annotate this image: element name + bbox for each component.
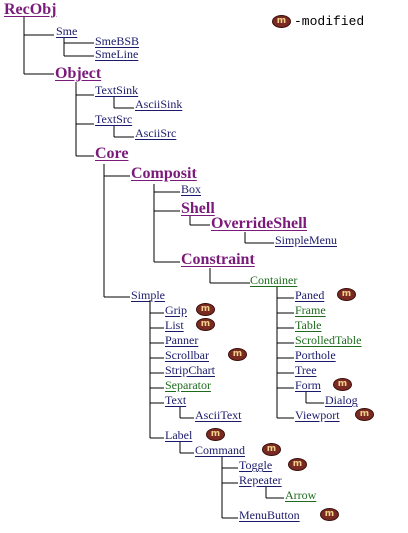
node-object[interactable]: Object — [55, 65, 102, 82]
node-stripchart[interactable]: StripChart — [165, 363, 215, 377]
node-container[interactable]: Container — [250, 273, 298, 287]
node-form[interactable]: Form — [295, 378, 322, 392]
node-scrolledtable[interactable]: ScrolledTable — [295, 333, 362, 347]
node-table[interactable]: Table — [295, 318, 322, 332]
node-text[interactable]: Text — [165, 393, 187, 407]
node-box[interactable]: Box — [181, 182, 202, 196]
modified-badge-icon: m — [228, 348, 247, 361]
legend-label: -modified — [294, 14, 365, 29]
node-command[interactable]: Command — [195, 443, 245, 457]
node-composit[interactable]: Composit — [131, 165, 197, 182]
node-toggle[interactable]: Toggle — [239, 458, 273, 472]
node-list[interactable]: List — [165, 318, 184, 332]
node-asciitext[interactable]: AsciiText — [195, 408, 242, 422]
node-overrideshell[interactable]: OverrideShell — [211, 215, 307, 232]
node-simplemenu[interactable]: SimpleMenu — [275, 233, 337, 247]
node-sme[interactable]: Sme — [56, 24, 78, 38]
modified-badge-icon: m — [337, 288, 356, 301]
node-smeline[interactable]: SmeLine — [95, 47, 139, 61]
modified-badge-icon: m — [196, 318, 215, 331]
node-viewport[interactable]: Viewport — [295, 408, 340, 422]
node-tree[interactable]: Tree — [295, 363, 317, 377]
legend-modified-badge-icon: m — [272, 15, 291, 28]
node-shell[interactable]: Shell — [181, 200, 215, 217]
modified-badge-icon: m — [355, 408, 374, 421]
node-label[interactable]: Label — [165, 428, 193, 442]
node-porthole[interactable]: Porthole — [295, 348, 336, 362]
node-simple[interactable]: Simple — [131, 288, 166, 302]
modified-badge-icon: m — [196, 303, 215, 316]
node-constraint[interactable]: Constraint — [181, 251, 255, 268]
node-asciisrc[interactable]: AsciiSrc — [135, 126, 177, 140]
modified-badge-icon: m — [320, 508, 339, 521]
node-scrollbar[interactable]: Scrollbar — [165, 348, 209, 362]
node-paned[interactable]: Paned — [295, 288, 325, 302]
modified-badge-icon: m — [288, 458, 307, 471]
node-arrow[interactable]: Arrow — [285, 488, 317, 502]
node-panner[interactable]: Panner — [165, 333, 199, 347]
node-textsink[interactable]: TextSink — [95, 83, 139, 97]
node-repeater[interactable]: Repeater — [239, 473, 282, 487]
node-dialog[interactable]: Dialog — [325, 393, 358, 407]
node-menubutton[interactable]: MenuButton — [239, 508, 300, 522]
node-grip[interactable]: Grip — [165, 303, 187, 317]
modified-badge-icon: m — [262, 443, 281, 456]
node-separator[interactable]: Separator — [165, 378, 211, 392]
modified-badge-icon: m — [206, 428, 225, 441]
node-frame[interactable]: Frame — [295, 303, 326, 317]
node-recobj[interactable]: RecObj — [4, 1, 57, 18]
modified-badge-icon: m — [333, 378, 352, 391]
node-asciisink[interactable]: AsciiSink — [135, 97, 183, 111]
node-textsrc[interactable]: TextSrc — [95, 112, 133, 126]
node-core[interactable]: Core — [95, 145, 129, 162]
node-smebsb[interactable]: SmeBSB — [95, 34, 140, 48]
